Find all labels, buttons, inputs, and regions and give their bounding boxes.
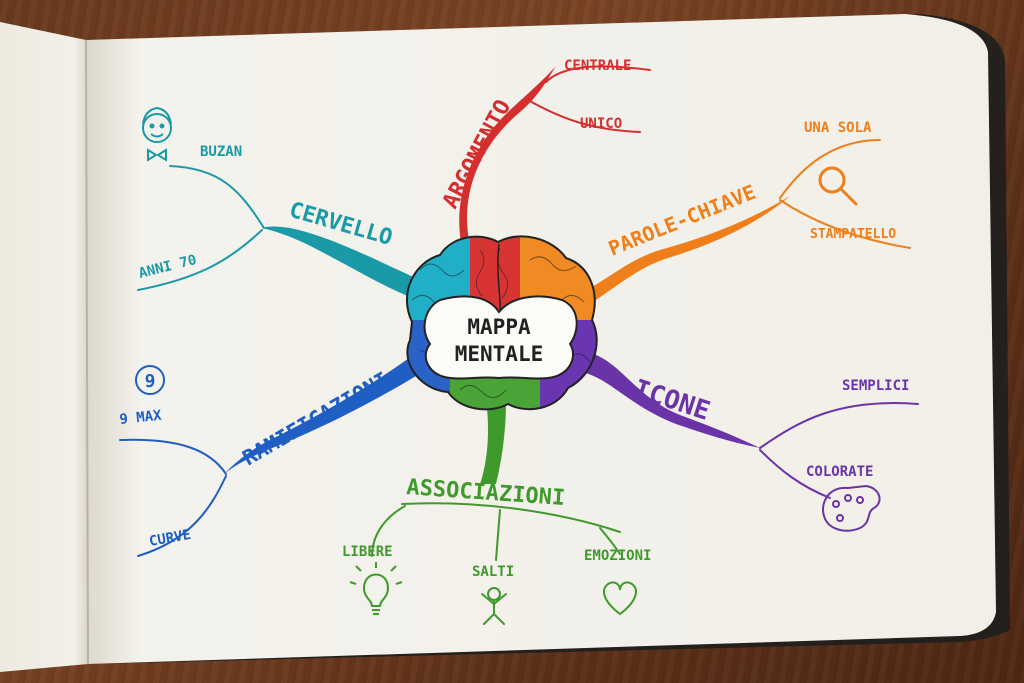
brain-icon: [406, 235, 598, 411]
sub-libere: LIBERE: [342, 544, 393, 560]
branch-ramificazioni: [224, 350, 426, 474]
sub-colorate: COLORATE: [806, 464, 873, 480]
branch-argomento: [459, 66, 556, 248]
badge-nine: 9: [145, 371, 156, 392]
center-cloud: [423, 295, 578, 380]
jumping-figure-icon: [481, 587, 507, 625]
sub-buzan: BUZAN: [200, 144, 242, 160]
sub-9-max: 9 MAX: [119, 408, 163, 428]
sub-semplici: SEMPLICI: [842, 378, 909, 394]
palette-icon: [822, 484, 881, 532]
buzan-portrait-icon: [142, 106, 172, 162]
sub-stampatello: STAMPATELLO: [810, 227, 896, 242]
branch-icone: [574, 350, 760, 448]
sub-curve: CURVE: [148, 527, 192, 550]
heart-icon: [603, 581, 637, 616]
sub-centrale: CENTRALE: [564, 58, 631, 74]
left-page: [0, 22, 88, 672]
sub-salti: SALTI: [472, 564, 514, 580]
sub-emozioni: EMOZIONI: [584, 548, 651, 564]
branch-associazioni: [480, 400, 506, 484]
nine-badge-icon: 9: [135, 365, 165, 395]
center-title-line1: MAPPA: [467, 315, 531, 339]
lightbulb-icon: [349, 562, 403, 615]
branch-parole: [560, 196, 790, 318]
magnifier-icon: [818, 166, 858, 206]
sub-una-sola: UNA SOLA: [804, 120, 872, 136]
branch-cervello: [262, 226, 420, 300]
sub-unico: UNICO: [580, 116, 622, 132]
center-title-line2: MENTALE: [455, 342, 544, 366]
sub-branches: [119, 65, 919, 561]
main-branches: [224, 66, 790, 484]
